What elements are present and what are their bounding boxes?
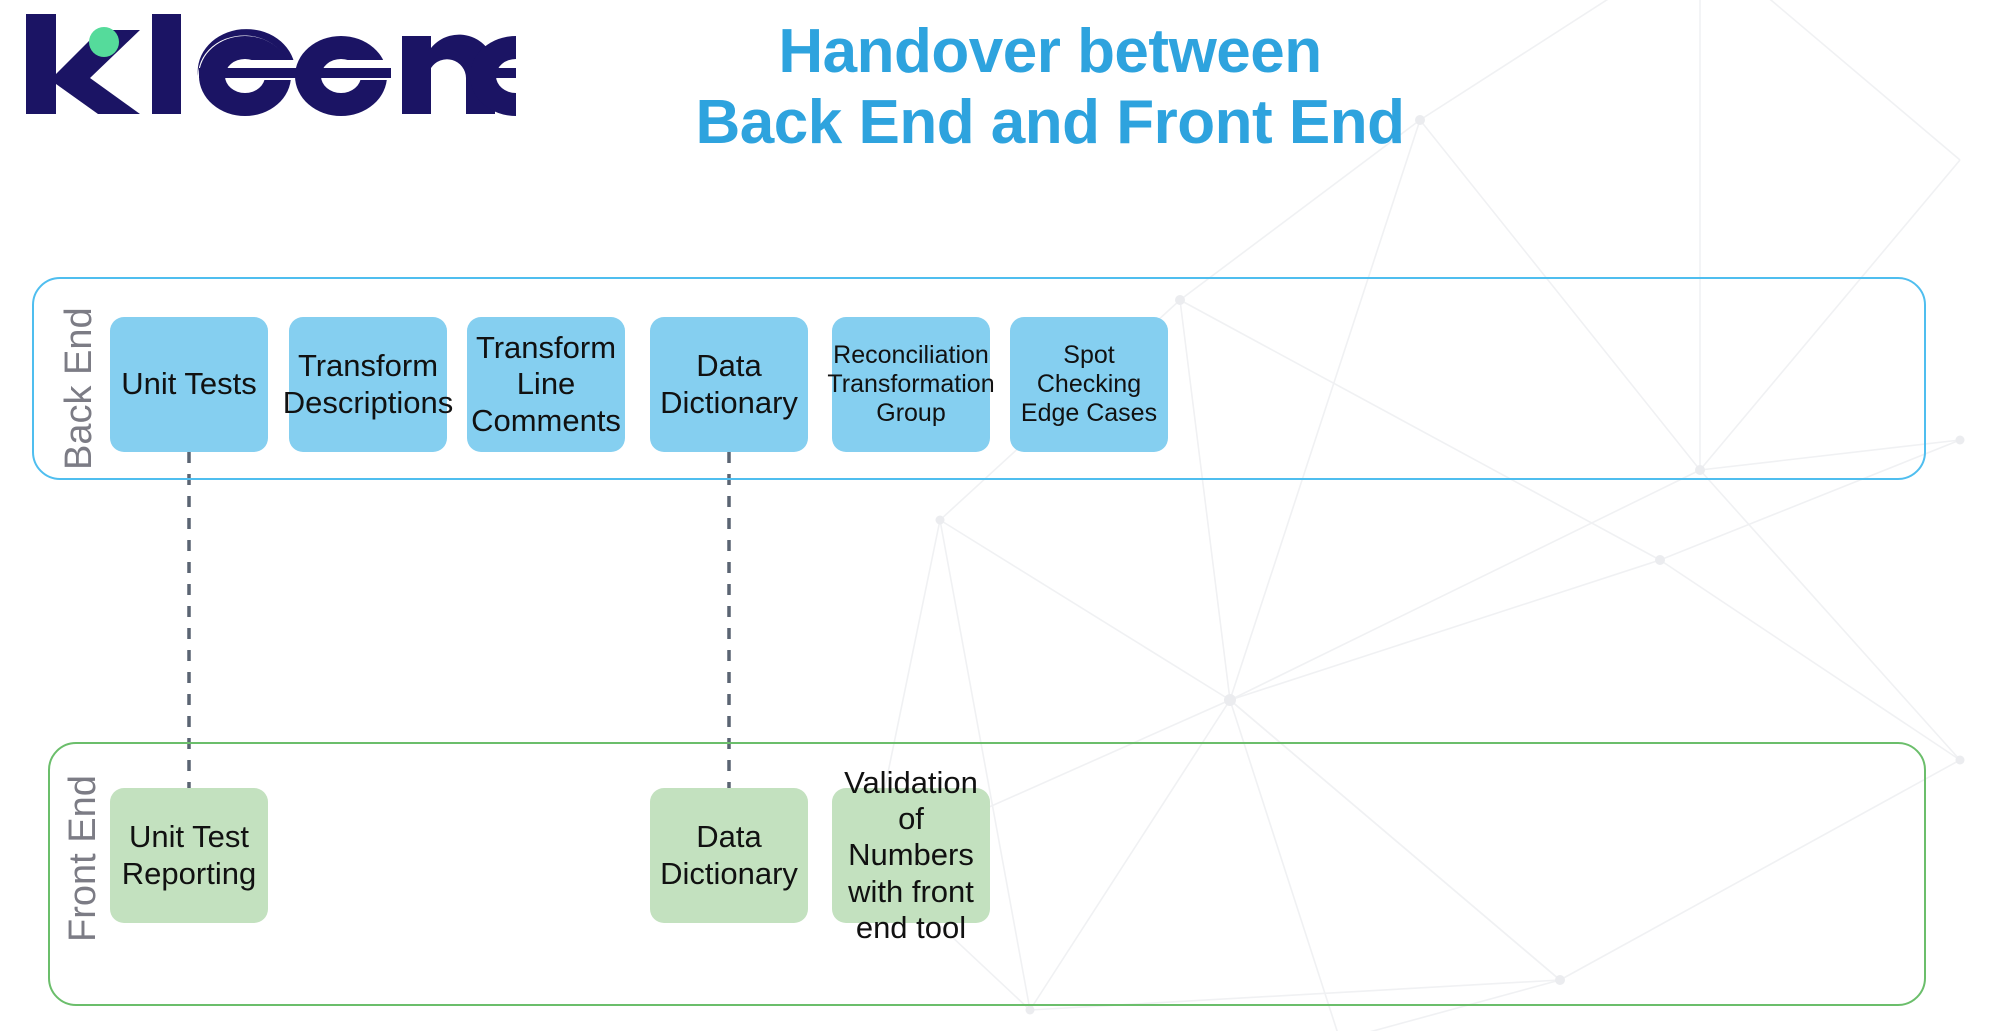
kleene-logo (26, 14, 516, 116)
node-label: Data Dictionary (660, 819, 798, 891)
node-label: Reconciliation Transformation Group (827, 340, 995, 428)
node-label: Transform Descriptions (282, 348, 454, 420)
node-reconciliation-transformation-group[interactable]: Reconciliation Transformation Group (827, 317, 995, 452)
node-data-dictionary-backend[interactable]: Data Dictionary (650, 317, 808, 452)
node-spot-checking-edge-cases[interactable]: Spot Checking Edge Cases (1010, 317, 1168, 452)
node-label: Data Dictionary (660, 348, 798, 420)
node-label: Spot Checking Edge Cases (1020, 340, 1158, 428)
node-validation-of-numbers-with-front-end-tool[interactable]: Validation of Numbers with front end too… (832, 765, 990, 945)
node-label: Unit Tests (121, 366, 257, 402)
node-unit-test-reporting[interactable]: Unit Test Reporting (110, 788, 268, 923)
lane-label-front-end: Front End (62, 775, 104, 942)
node-unit-tests[interactable]: Unit Tests (110, 317, 268, 452)
slide-title-line-2: Back End and Front End (695, 88, 1405, 158)
node-label: Transform Line Comments (471, 330, 621, 438)
node-transform-descriptions[interactable]: Transform Descriptions (283, 317, 453, 452)
logo-accent-dot (89, 27, 119, 57)
node-label: Validation of Numbers with front end too… (844, 764, 978, 945)
node-data-dictionary-frontend[interactable]: Data Dictionary (650, 788, 808, 923)
slide-title: Handover between Back End and Front End (470, 16, 1630, 159)
node-label: Unit Test Reporting (121, 819, 257, 891)
node-transform-line-comments[interactable]: Transform Line Comments (467, 317, 625, 452)
lane-label-back-end: Back End (58, 307, 100, 470)
slide-title-line-1: Handover between (778, 17, 1322, 86)
